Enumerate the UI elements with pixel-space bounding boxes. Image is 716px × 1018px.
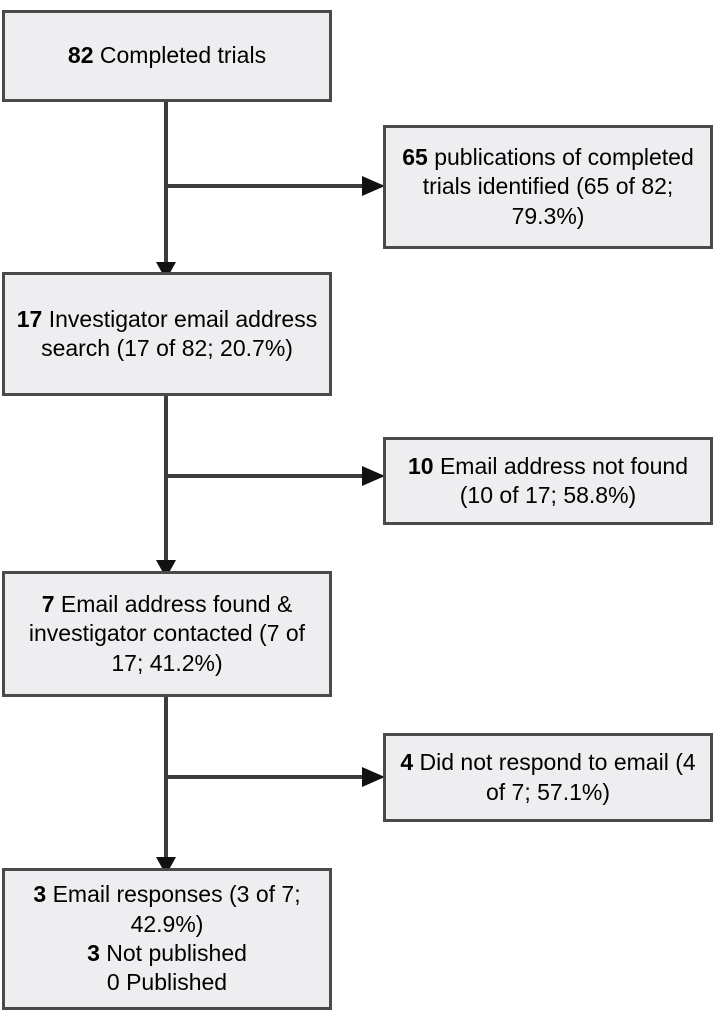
node-publications-identified-label: publications of completed trials identif… [422,143,694,229]
node-email-found-contacted: 7 Email address found & investigator con… [2,571,332,697]
node-not-published-count: 3 [87,940,100,966]
node-email-found-contacted-label: Email address found & investigator conta… [28,590,306,676]
arrowhead-right-3 [362,767,385,787]
node-email-not-found-label: Email address not found (10 of 17; 58.8%… [433,452,689,508]
node-email-responses: 3 Email responses (3 of 7; 42.9%) 3 Not … [2,868,332,1010]
arrowhead-right-2 [362,466,385,486]
node-not-published-label: Not published [99,940,247,966]
node-publications-identified-count: 65 [402,143,428,170]
node-not-published-line: 3 Not published [15,939,319,968]
node-email-not-found: 10 Email address not found (10 of 17; 58… [383,437,713,525]
node-email-responses-label: Email responses (3 of 7; 42.9%) [46,881,301,937]
node-email-found-contacted-count: 7 [41,590,55,617]
node-completed-trials-label: Completed trials [93,42,267,69]
node-investigator-email-search-label: Investigator email address search (17 of… [41,305,318,361]
node-email-responses-line-1: 3 Email responses (3 of 7; 42.9%) [15,880,319,939]
arrowhead-right-1 [362,176,385,196]
node-did-not-respond: 4 Did not respond to email (4 of 7; 57.1… [383,733,713,822]
node-did-not-respond-label: Did not respond to email (4 of 7; 57.1%) [413,749,696,805]
node-investigator-email-search-count: 17 [16,305,43,332]
node-completed-trials-count: 82 [67,42,94,69]
node-published-line: 0 Published [106,969,228,996]
node-completed-trials: 82 Completed trials [2,10,332,102]
node-publications-identified: 65 publications of completed trials iden… [383,125,713,249]
node-investigator-email-search: 17 Investigator email address search (17… [2,272,332,396]
node-did-not-respond-count: 4 [400,749,414,776]
node-email-responses-count: 3 [33,881,47,908]
node-email-not-found-count: 10 [407,452,434,479]
